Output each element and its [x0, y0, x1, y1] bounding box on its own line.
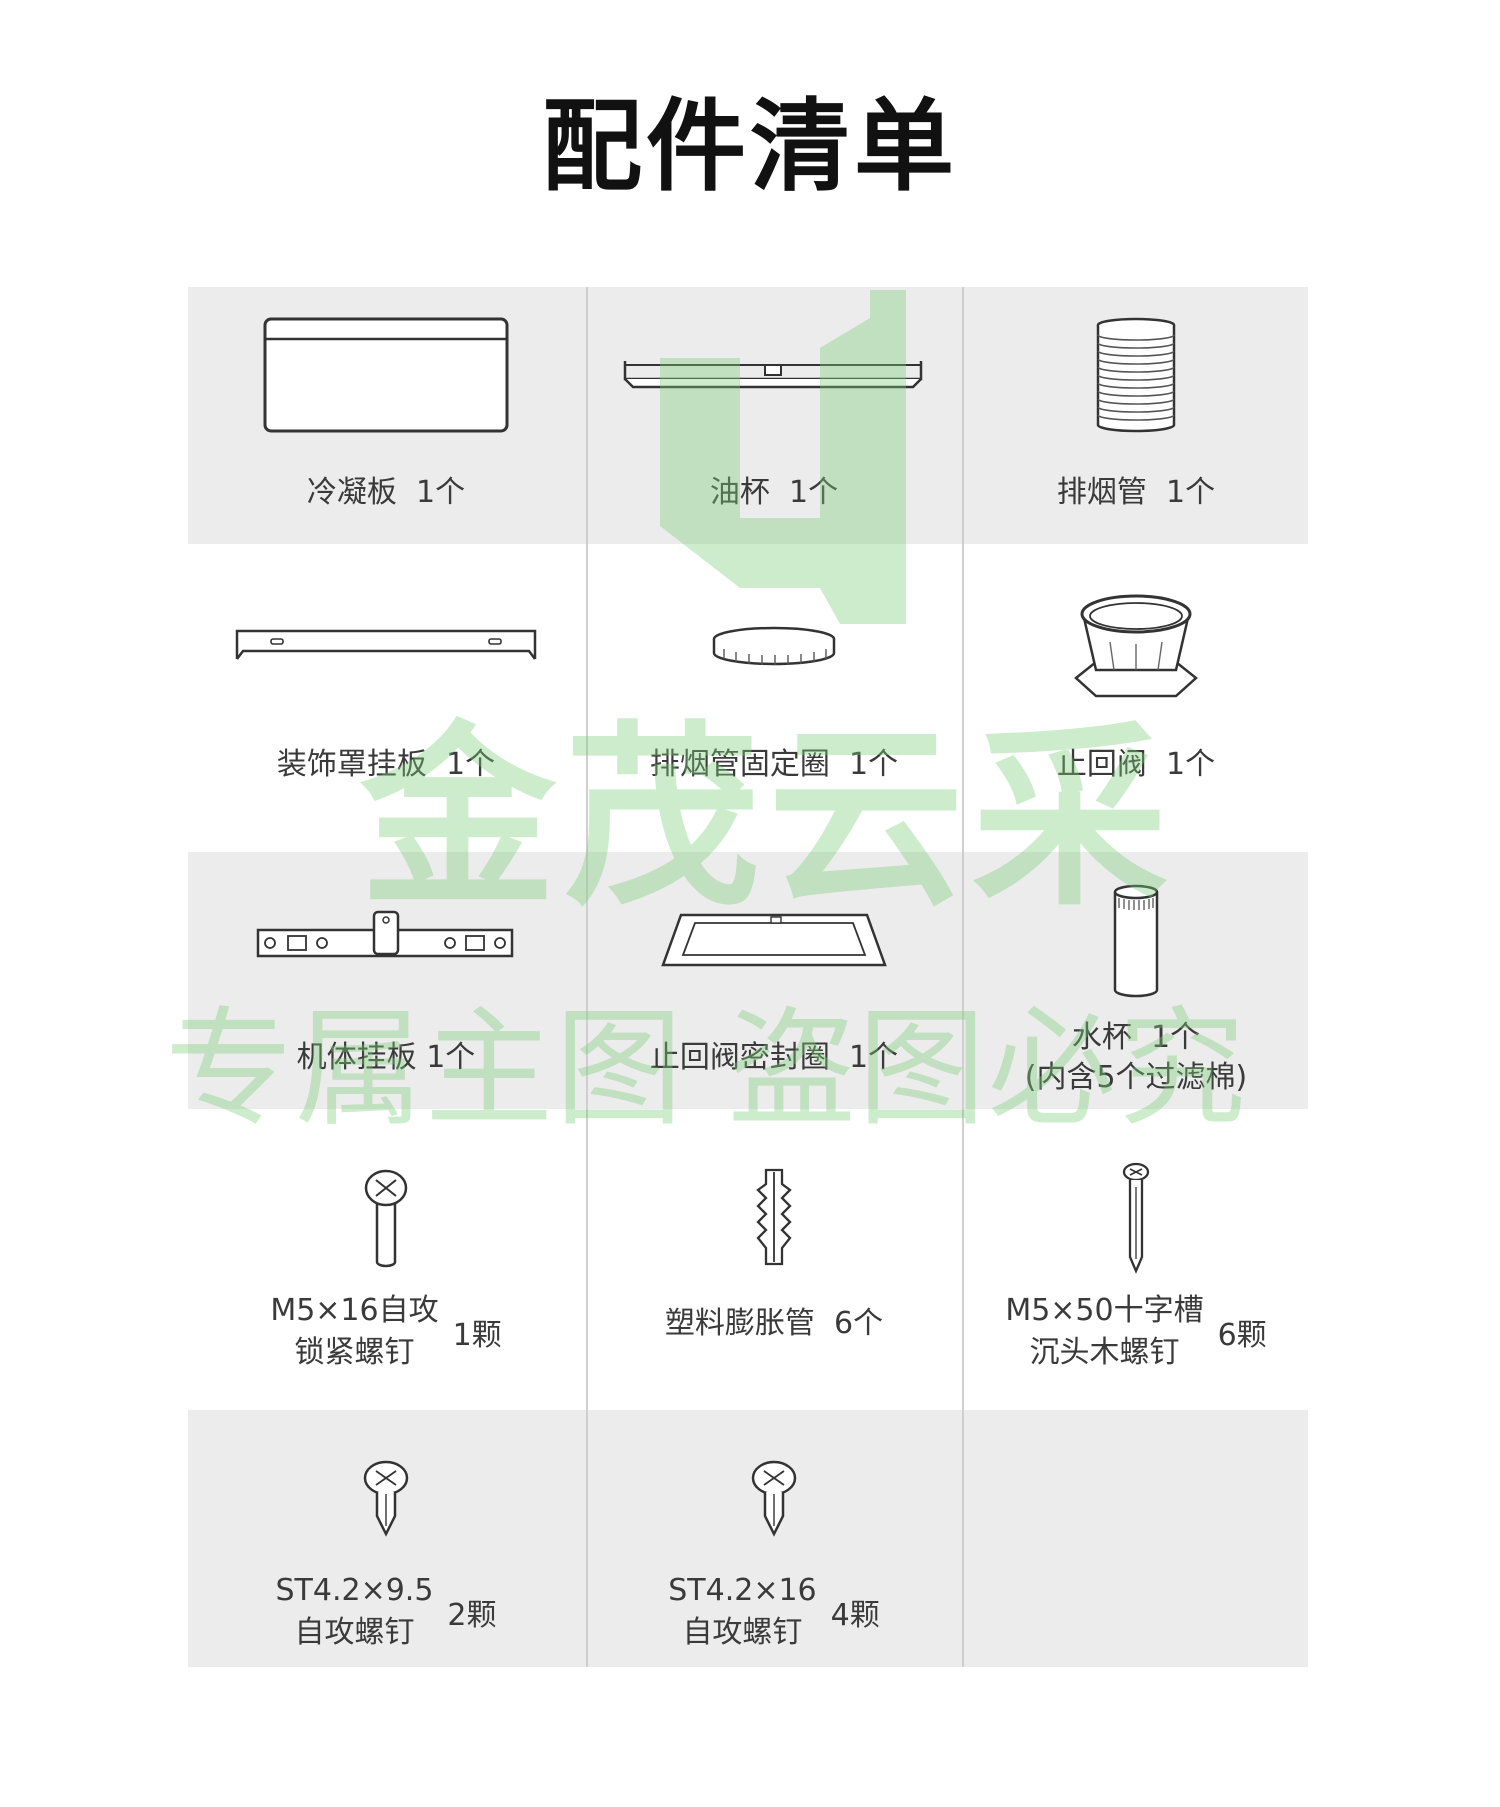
item-name-line2: 自攻螺钉 [682, 1615, 803, 1650]
exhaust-pipe-icon [964, 305, 1308, 445]
item-name-line1: ST4.2×9.5 [275, 1573, 434, 1608]
item-name: 止回阀 [1056, 747, 1147, 782]
page-title: 配件清单 [542, 88, 958, 205]
accessory-st42x16-screw: ST4.2×16 自攻螺钉 4颗 [586, 1410, 962, 1667]
item-name-line1: ST4.2×16 [668, 1573, 817, 1608]
check-valve-icon [964, 577, 1308, 717]
item-qty: 1个 [1165, 747, 1216, 782]
column-divider [586, 287, 588, 1667]
accessory-st42x95-screw: ST4.2×9.5 自攻螺钉 2颗 [188, 1410, 584, 1667]
accessory-m5x16-screw: M5×16自攻锁紧螺钉 1颗 [188, 1130, 584, 1387]
accessory-row: 机体挂板 1个 止回阀密封圈 1个 [188, 852, 1308, 1109]
accessory-water-cup: 水杯 1个 (内含5个过滤棉) [964, 852, 1308, 1109]
item-name: 塑料膨胀管 [664, 1306, 815, 1341]
item-qty: 1颗 [452, 1318, 502, 1353]
item-name: 冷凝板 [306, 475, 397, 510]
item-name-line2: 自攻螺钉 [294, 1615, 415, 1650]
item-name: 油杯 [709, 475, 770, 510]
column-divider [962, 287, 964, 1667]
accessory-oil-cup: 油杯 1个 [586, 287, 962, 544]
accessory-row: 冷凝板 1个 油杯 1个 [188, 287, 1308, 544]
decor-hanger-icon [188, 577, 584, 717]
expansion-tube-icon [586, 1148, 962, 1288]
item-qty: 1个 [445, 747, 496, 782]
item-name: 排烟管固定圈 [649, 747, 830, 782]
accessory-row: M5×16自攻锁紧螺钉 1颗 塑料膨胀管 6个 [188, 1130, 1308, 1387]
accessory-row: 装饰罩挂板 1个 排烟管固定圈 1个 [188, 559, 1308, 816]
valve-seal-icon [586, 870, 962, 1010]
item-name-line2: 锁紧螺钉 [294, 1335, 415, 1370]
accessory-m5x50-wood-screw: M5×50十字槽沉头木螺钉 6颗 [964, 1130, 1308, 1387]
item-name-line2: 沉头木螺钉 [1029, 1335, 1180, 1370]
item-qty: 1个 [1150, 1020, 1201, 1055]
self-tapping-screw-icon [188, 1428, 584, 1568]
accessory-expansion-tube: 塑料膨胀管 6个 [586, 1130, 962, 1387]
item-qty: 1个 [848, 747, 899, 782]
accessory-condensing-plate: 冷凝板 1个 [188, 287, 584, 544]
item-name-line1: M5×16自攻 [270, 1293, 439, 1328]
water-cup-icon [964, 870, 1308, 1010]
item-name: 机体挂板 [296, 1040, 417, 1075]
item-qty: 1个 [415, 475, 466, 510]
self-tapping-screw-icon [586, 1428, 962, 1568]
item-name-line1: M5×50十字槽 [1005, 1293, 1204, 1328]
item-name: 止回阀密封圈 [649, 1040, 830, 1075]
accessory-body-hanger: 机体挂板 1个 [188, 852, 584, 1109]
accessory-pipe-ring: 排烟管固定圈 1个 [586, 559, 962, 816]
oil-cup-icon [586, 305, 962, 445]
accessory-decor-hanger: 装饰罩挂板 1个 [188, 559, 584, 816]
body-hanger-icon [188, 870, 584, 1010]
item-qty: 1个 [426, 1040, 476, 1075]
accessory-row: ST4.2×9.5 自攻螺钉 2颗 ST4.2×16 自攻螺钉 4颗 [188, 1410, 1308, 1667]
accessory-valve-seal: 止回阀密封圈 1个 [586, 852, 962, 1109]
condensing-plate-icon [188, 305, 584, 445]
item-name: 水杯 [1071, 1020, 1132, 1055]
pipe-ring-icon [586, 577, 962, 717]
item-qty: 6颗 [1217, 1318, 1267, 1353]
item-qty: 1个 [848, 1040, 899, 1075]
item-name: 装饰罩挂板 [276, 747, 427, 782]
accessory-exhaust-pipe: 排烟管 1个 [964, 287, 1308, 544]
item-qty: 6个 [833, 1306, 884, 1341]
item-qty: 1个 [1165, 475, 1216, 510]
item-note: (内含5个过滤棉) [1024, 1060, 1248, 1095]
accessory-check-valve: 止回阀 1个 [964, 559, 1308, 816]
locking-screw-icon [188, 1148, 584, 1288]
empty-cell [964, 1410, 1308, 1667]
item-qty: 2颗 [447, 1598, 497, 1633]
item-qty: 4颗 [830, 1598, 880, 1633]
wood-screw-icon [964, 1148, 1308, 1288]
item-name: 排烟管 [1056, 475, 1147, 510]
item-qty: 1个 [788, 475, 839, 510]
